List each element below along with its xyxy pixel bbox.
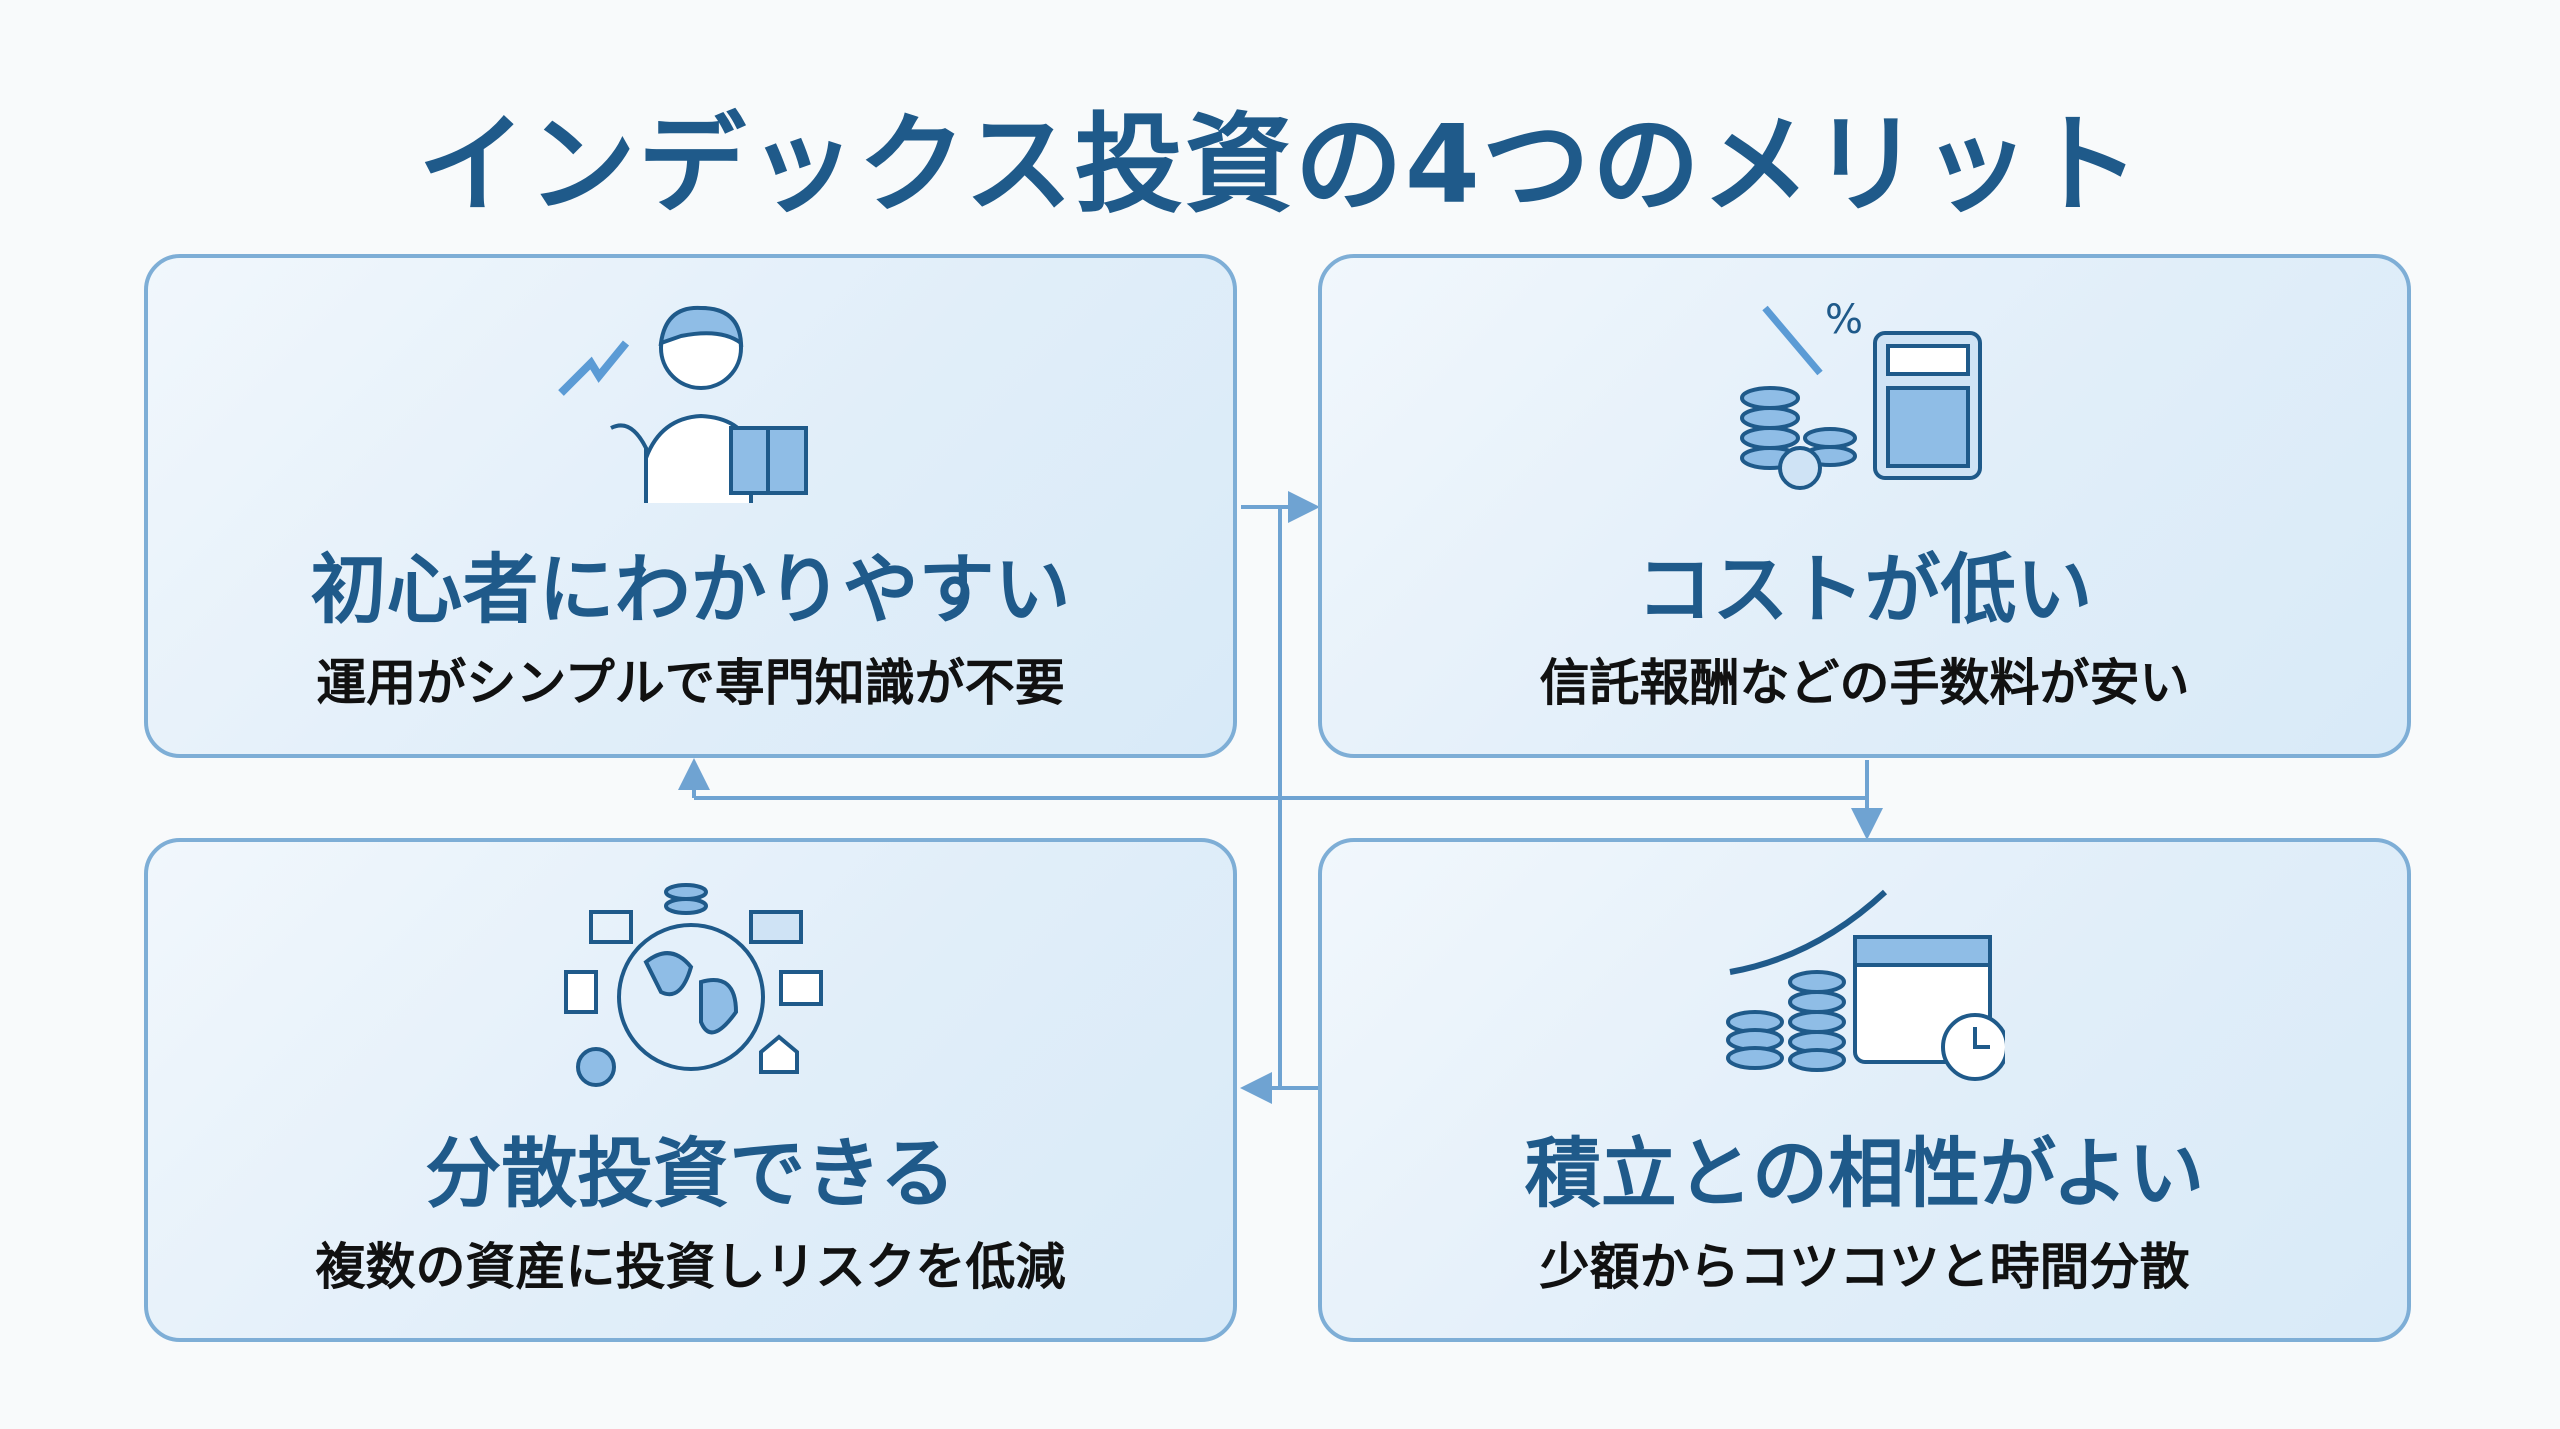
card-subtitle: 少額からコツコツと時間分散 xyxy=(1539,1238,2190,1296)
card-heading: 積立との相性がよい xyxy=(1524,1129,2205,1218)
globe-assets-icon xyxy=(563,883,823,1087)
card-subtitle: 複数の資産に投資しリスクを低減 xyxy=(315,1238,1066,1296)
svg-text:%: % xyxy=(1825,297,1863,343)
card-diversification: 分散投資できる 複数の資産に投資しリスクを低減 xyxy=(144,838,1237,1342)
coins-calculator-icon: % xyxy=(1739,297,1982,490)
person-reading-book-icon xyxy=(557,305,808,503)
coins-calendar-icon xyxy=(1725,889,2005,1081)
card-heading: 初心者にわかりやすい xyxy=(310,545,1071,634)
card-heading: 分散投資できる xyxy=(425,1129,956,1218)
card-subtitle: 信託報酬などの手数料が安い xyxy=(1539,654,2190,712)
card-beginner-friendly: 初心者にわかりやすい 運用がシンプルで専門知識が不要 xyxy=(144,254,1237,758)
card-low-cost: % コストが低い 信託報酬などの手数料が安い xyxy=(1318,254,2411,758)
card-tsumitate-compatible: 積立との相性がよい 少額からコツコツと時間分散 xyxy=(1318,838,2411,1342)
card-subtitle: 運用がシンプルで専門知識が不要 xyxy=(316,654,1065,712)
card-heading: コストが低い xyxy=(1636,545,2093,634)
page-title: インデックス投資の4つのメリット xyxy=(418,103,2142,228)
